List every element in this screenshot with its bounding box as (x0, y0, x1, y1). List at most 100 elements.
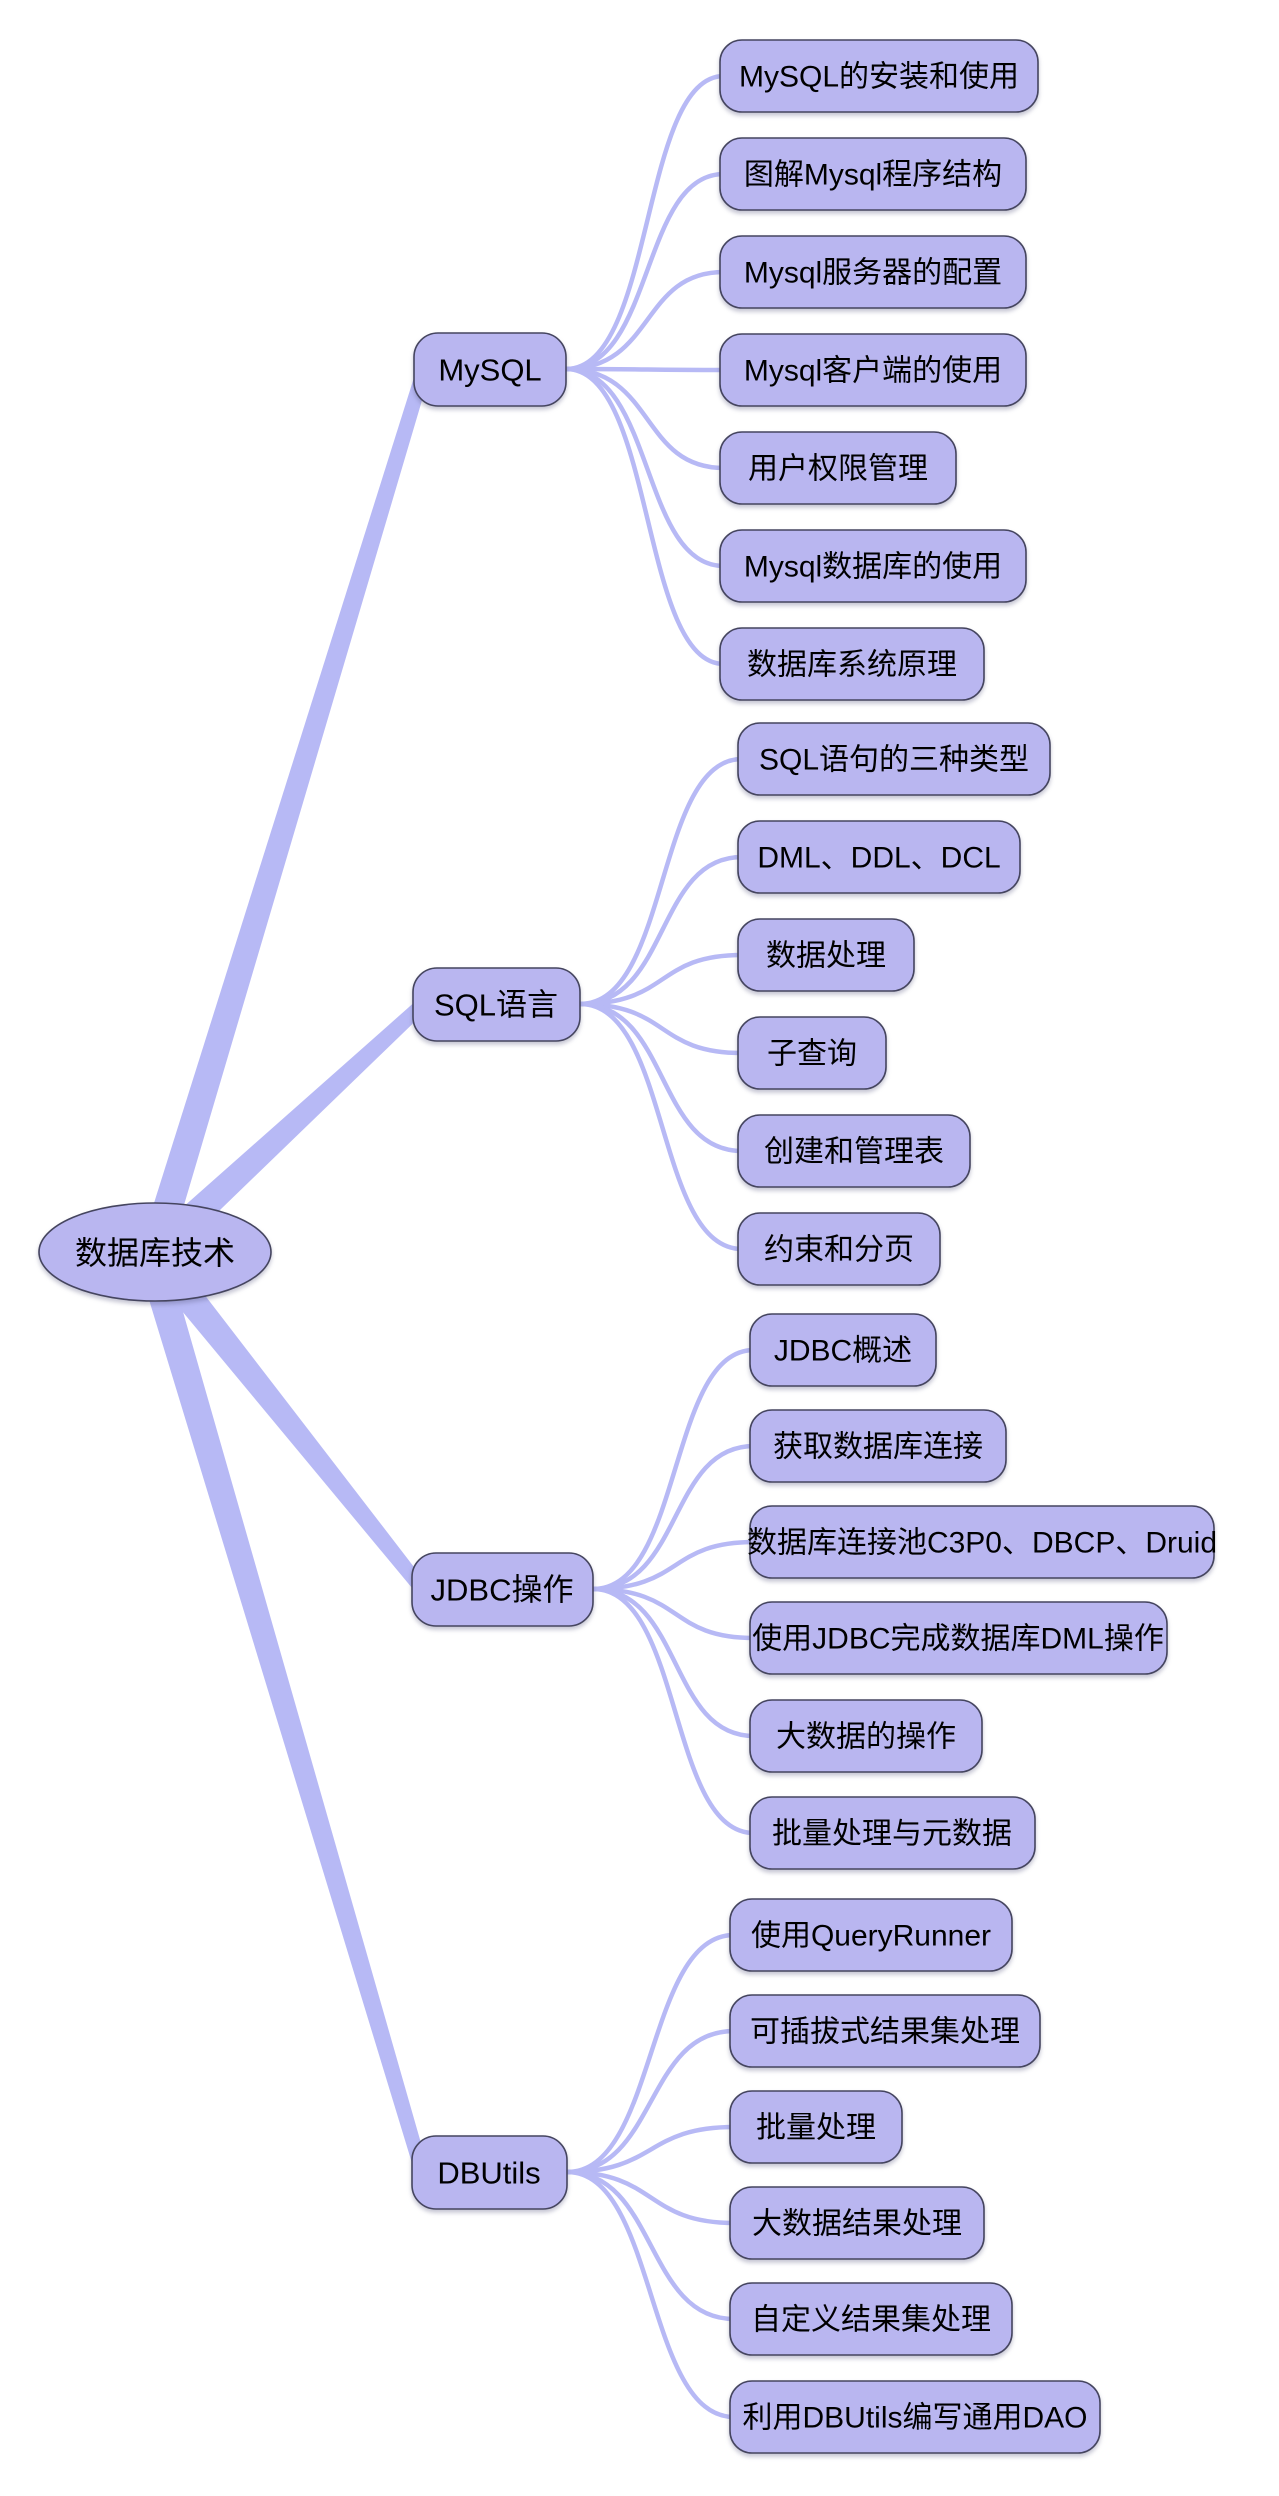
root-edges (137, 367, 431, 2174)
leaf-mysql-6-shape[interactable] (719, 529, 1027, 603)
leaf-jdbc-2-shape[interactable] (749, 1409, 1007, 1483)
leaf-mysql-4[interactable]: Mysql客户端的使用 (719, 333, 1027, 407)
leaf-sql-1-shape[interactable] (737, 722, 1051, 796)
leaf-jdbc-4[interactable]: 使用JDBC完成数据库DML操作 (749, 1601, 1168, 1675)
branch-node-sql-label: SQL语言 (434, 988, 558, 1023)
leaf-dbutils-5-label: 自定义结果集处理 (751, 2304, 991, 2337)
branch-node-mysql-shape[interactable] (413, 332, 567, 407)
edge-dbutils-leaf-2 (564, 2028, 737, 2175)
branch-node-mysql[interactable]: MySQL (413, 332, 567, 407)
leaf-jdbc-4-shape[interactable] (749, 1601, 1168, 1675)
leaf-jdbc-3-shape[interactable] (749, 1505, 1215, 1579)
edge-sql-leaf-3 (577, 952, 745, 1007)
leaf-mysql-3-shape[interactable] (719, 235, 1027, 309)
edge-mysql-leaf-1 (563, 73, 727, 372)
root-node-shape[interactable] (38, 1202, 272, 1302)
branch-node-jdbc-shape[interactable] (411, 1552, 594, 1627)
leaf-jdbc-2[interactable]: 获取数据库连接 (749, 1409, 1007, 1483)
leaf-dbutils-4-label: 大数据结果处理 (752, 2208, 962, 2241)
edge-root-mysql (140, 367, 431, 1255)
edge-dbutils-leaf-5 (564, 2169, 737, 2322)
leaf-mysql-7-shape[interactable] (719, 627, 985, 701)
leaf-mysql-2-label: 图解Mysql程序结构 (744, 159, 1002, 192)
edge-mysql-leaf-2 (563, 171, 727, 372)
leaf-sql-3-shape[interactable] (737, 918, 915, 992)
edge-jdbc-leaf-2 (590, 1443, 757, 1592)
leaf-dbutils-5-shape[interactable] (729, 2282, 1013, 2356)
leaf-sql-1[interactable]: SQL语句的三种类型 (737, 722, 1051, 796)
leaf-jdbc-5[interactable]: 大数据的操作 (749, 1699, 983, 1773)
leaf-jdbc-3[interactable]: 数据库连接池C3P0、DBCP、Druid (747, 1505, 1217, 1579)
leaf-dbutils-6[interactable]: 利用DBUtils编写通用DAO (729, 2380, 1101, 2454)
leaf-mysql-2[interactable]: 图解Mysql程序结构 (719, 137, 1027, 211)
leaf-dbutils-1-shape[interactable] (729, 1898, 1013, 1972)
leaf-sql-2[interactable]: DML、DDL、DCL (737, 820, 1021, 894)
leaf-dbutils-1[interactable]: 使用QueryRunner (729, 1898, 1013, 1972)
leaf-mysql-5[interactable]: 用户权限管理 (719, 431, 957, 505)
branch-node-jdbc[interactable]: JDBC操作 (411, 1552, 594, 1627)
leaf-sql-6[interactable]: 约束和分页 (737, 1212, 941, 1286)
leaf-mysql-7-label: 数据库系统原理 (747, 649, 957, 682)
leaf-mysql-1[interactable]: MySQL的安装和使用 (719, 39, 1039, 113)
leaf-sql-3[interactable]: 数据处理 (737, 918, 915, 992)
leaf-jdbc-6[interactable]: 批量处理与元数据 (749, 1796, 1036, 1870)
leaf-sql-5[interactable]: 创建和管理表 (737, 1114, 971, 1188)
leaf-dbutils-4[interactable]: 大数据结果处理 (729, 2186, 985, 2260)
edge-jdbc-leaf-4 (590, 1586, 757, 1641)
leaf-mysql-6[interactable]: Mysql数据库的使用 (719, 529, 1027, 603)
edge-sql-leaf-2 (577, 854, 745, 1007)
leaf-dbutils-1-label: 使用QueryRunner (751, 1920, 991, 1953)
leaf-jdbc-3-label: 数据库连接池C3P0、DBCP、Druid (747, 1527, 1217, 1560)
leaf-mysql-7[interactable]: 数据库系统原理 (719, 627, 985, 701)
leaf-sql-5-label: 创建和管理表 (764, 1136, 944, 1169)
edge-mysql-leaf-6 (563, 366, 727, 569)
branch-edges-mysql (563, 73, 727, 667)
leaf-mysql-2-shape[interactable] (719, 137, 1027, 211)
edge-dbutils-leaf-3 (564, 2124, 737, 2175)
edge-root-jdbc (143, 1245, 428, 1594)
leaf-dbutils-2-shape[interactable] (729, 1994, 1041, 2068)
leaf-dbutils-5[interactable]: 自定义结果集处理 (729, 2282, 1013, 2356)
leaf-dbutils-6-shape[interactable] (729, 2380, 1101, 2454)
leaf-mysql-3[interactable]: Mysql服务器的配置 (719, 235, 1027, 309)
branch-node-sql[interactable]: SQL语言 (412, 967, 581, 1042)
leaf-mysql-4-shape[interactable] (719, 333, 1027, 407)
edge-jdbc-leaf-1 (590, 1347, 757, 1592)
edge-dbutils-leaf-1 (564, 1932, 737, 2175)
branch-edges-sql (577, 756, 745, 1252)
leaf-jdbc-6-shape[interactable] (749, 1796, 1036, 1870)
leaf-jdbc-5-label: 大数据的操作 (776, 1721, 956, 1754)
leaf-sql-2-shape[interactable] (737, 820, 1021, 894)
leaf-dbutils-3[interactable]: 批量处理 (729, 2090, 903, 2164)
leaf-jdbc-1-shape[interactable] (749, 1313, 937, 1387)
branch-node-jdbc-label: JDBC操作 (431, 1573, 574, 1608)
branch-node-dbutils-shape[interactable] (411, 2135, 568, 2210)
leaf-jdbc-5-shape[interactable] (749, 1699, 983, 1773)
root-node[interactable]: 数据库技术 (38, 1202, 272, 1302)
edge-mysql-leaf-5 (563, 366, 727, 471)
leaf-mysql-1-shape[interactable] (719, 39, 1039, 113)
leaf-sql-5-shape[interactable] (737, 1114, 971, 1188)
leaf-mysql-1-label: MySQL的安装和使用 (739, 61, 1019, 94)
leaf-jdbc-1[interactable]: JDBC概述 (749, 1313, 937, 1387)
branch-node-dbutils[interactable]: DBUtils (411, 2135, 568, 2210)
branch-node-sql-shape[interactable] (412, 967, 581, 1042)
leaf-sql-1-label: SQL语句的三种类型 (759, 744, 1029, 777)
leaf-mysql-5-shape[interactable] (719, 431, 957, 505)
leaf-dbutils-3-shape[interactable] (729, 2090, 903, 2164)
leaf-sql-4-shape[interactable] (737, 1016, 887, 1090)
leaf-jdbc-1-label: JDBC概述 (774, 1335, 912, 1368)
leaf-mysql-5-label: 用户权限管理 (748, 453, 928, 486)
branch-edges-jdbc (590, 1347, 757, 1836)
edge-dbutils-leaf-4 (564, 2169, 737, 2226)
leaf-dbutils-2[interactable]: 可插拔式结果集处理 (729, 1994, 1041, 2068)
leaf-sql-2-label: DML、DDL、DCL (757, 842, 1000, 875)
edge-root-sql (144, 998, 428, 1263)
root-node-label: 数据库技术 (75, 1235, 235, 1271)
leaf-jdbc-2-label: 获取数据库连接 (773, 1431, 983, 1464)
leaf-sql-4[interactable]: 子查询 (737, 1016, 887, 1090)
leaf-sql-6-shape[interactable] (737, 1212, 941, 1286)
leaf-dbutils-4-shape[interactable] (729, 2186, 985, 2260)
